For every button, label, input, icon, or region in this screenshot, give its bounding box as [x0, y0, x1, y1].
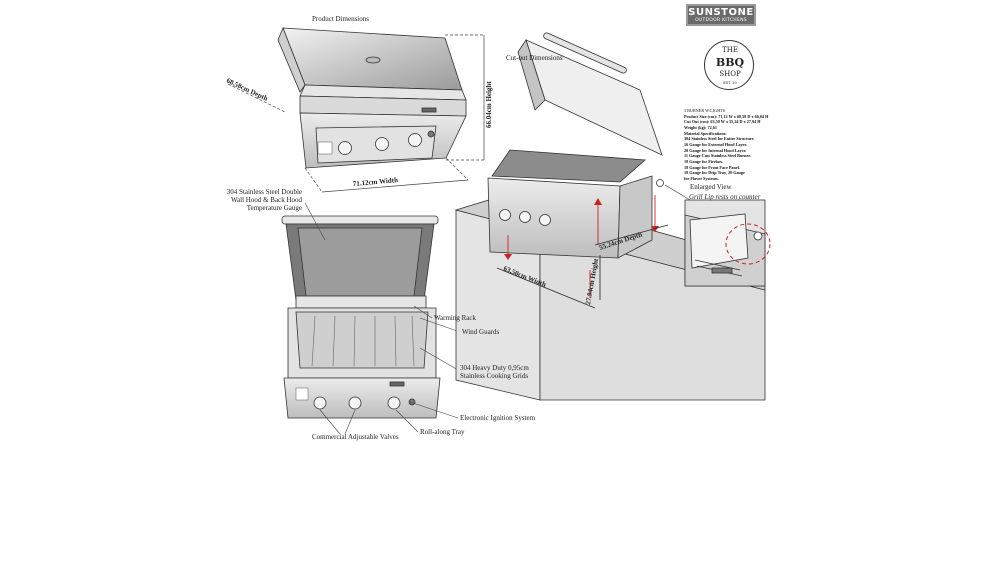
brand-tagline: OUTDOOR KITCHENS — [695, 18, 747, 23]
spec-line: 11 Gauge Cast Stainless Steel Burner. — [684, 153, 751, 159]
ignition-callout: Electronic Ignition System — [460, 414, 536, 422]
grids-callout-line-1: 304 Heavy Duty 0,95cm — [460, 364, 529, 372]
spec-line: 16 Gauge for External Hood Layer. — [684, 142, 748, 148]
spec-line: for Flavor Systems. — [684, 176, 719, 182]
sunstone-logo: SUNSTONE OUTDOOR KITCHENS — [686, 4, 756, 26]
grids-callout-line-2: Stainless Cooking Grids — [460, 372, 529, 381]
spec-line: Material Specifications: — [684, 130, 727, 136]
tray-callout: Roll-along Tray — [420, 428, 465, 436]
enlarged-view-marker — [656, 179, 664, 187]
bbq-shop-logo: THE BBQ SHOP EST. 20 — [704, 40, 754, 90]
product-dimensions-grill — [277, 26, 467, 169]
open-grill-drawing — [281, 215, 441, 419]
spec-line: 304 Stainless Steel for Entire Structure… — [684, 136, 755, 142]
product-depth-label: 68.58cm Depth — [225, 77, 269, 103]
grill-lip-note: Grill Lip rests on counter — [689, 193, 761, 201]
spec-line: 18 Gauge for Front Face Panel. — [684, 164, 740, 170]
spec-line: 18 Gauge for Drip Tray, 20 Gauge — [684, 170, 745, 176]
hood-callout-line-1: 304 Stainless Steel Double — [226, 188, 302, 196]
spec-line: 3 BURNER W/LIGHTS — [684, 108, 726, 113]
logo-line-bbq: BBQ — [715, 56, 745, 69]
product-dimensions-heading: Product Dimensions — [312, 15, 369, 23]
grids-callout: 304 Heavy Duty 0,95cm Stainless Cooking … — [460, 364, 529, 380]
logo-line-the: THE — [722, 46, 738, 54]
enlarged-view-leader — [664, 184, 691, 201]
warming-rack-callout: Warming Rack — [434, 314, 477, 322]
hood-callout-line-3: Temperature Gauge — [246, 204, 302, 213]
enlarged-view-detail — [684, 199, 766, 287]
logo-line-shop: SHOP — [719, 70, 741, 78]
product-width-label: 71.12cm Width — [352, 176, 398, 188]
enlarged-view-heading: Enlarged View — [690, 183, 732, 191]
cutout-dimensions-heading: Cut-out Dimensions — [506, 54, 563, 62]
spec-line: Product Size (cm): 71,12 W x 68,58 D x 6… — [684, 113, 769, 119]
enlarged-focus-circle — [725, 223, 771, 265]
callout-leaders — [304, 202, 461, 435]
spec-line: Weight (kg): 72,61 — [684, 125, 717, 131]
hood-callout: 304 Stainless Steel Double Wall Hood & B… — [220, 188, 302, 212]
valves-callout: Commercial Adjustable Valves — [312, 433, 399, 441]
product-dimension-lines — [227, 34, 485, 193]
logo-est: EST. 20 — [723, 81, 737, 85]
product-height-label: 66.04cm Height — [485, 81, 493, 128]
cutout-dimension-arrows — [496, 195, 669, 309]
spec-line: 20 Gauge for Internal Hood Layer. — [684, 147, 747, 153]
hood-callout-line-2: Wall Hood & Back Hood — [231, 196, 302, 205]
spec-line: 18 Gauge for Firebox. — [684, 159, 724, 165]
wind-guards-callout: Wind Guards — [462, 328, 500, 336]
brand-name: SUNSTONE — [688, 7, 754, 18]
spec-line: Cut Out (cm): 63,50 W x 55,24 D x 27,94 … — [684, 119, 761, 125]
